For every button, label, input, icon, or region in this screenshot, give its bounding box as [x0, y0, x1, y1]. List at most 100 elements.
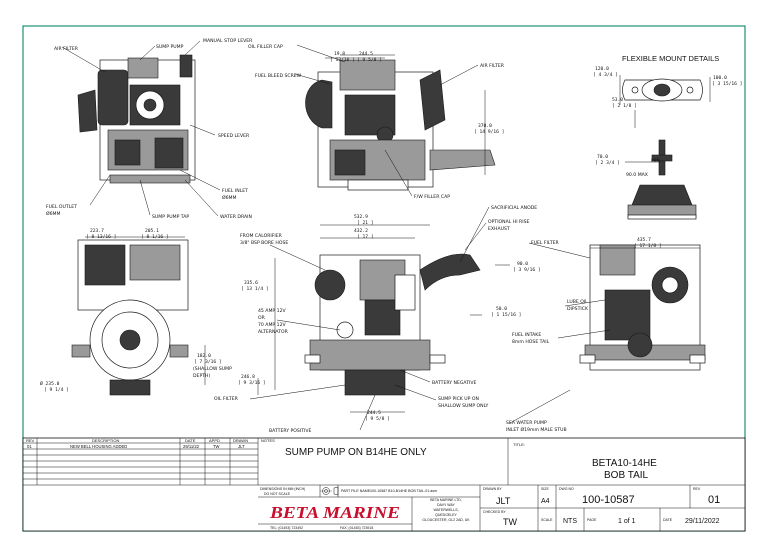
note-text: SUMP PUMP ON B14HE ONLY [285, 447, 427, 458]
drawn-by-value: JLT [496, 496, 511, 506]
dim-205-1-in: [ 8 1/16 ] [141, 234, 169, 240]
beta-marine-logo: BETA MARINE [269, 503, 400, 522]
label-lube-oil: LUBE OIL [567, 299, 588, 305]
label-optional-hi-rise-exhaust: EXHAUST [488, 226, 510, 232]
drawn-by-label: DRAWN BY [483, 487, 502, 491]
date-value: 29/11/2022 [685, 518, 720, 525]
label-fuel-inlet-size: Ø6MM [222, 194, 237, 201]
dim-100: 100.0 [713, 75, 727, 81]
scale-value: NTS [563, 518, 577, 525]
title-line-1: BETA10-14HE [592, 458, 657, 469]
label-sump-pick-up-shallow: SHALLOW SUMP ONLY [438, 403, 489, 409]
label-fuel-bleed-screw: FUEL BLEED SCREW [255, 73, 302, 79]
dim-182-in: [ 7 3/16 ] [194, 359, 222, 365]
label-fw-filler-cap: F/W FILLER CAP [414, 194, 450, 200]
address-line: DAVY WAY [437, 503, 455, 507]
end-view-left [71, 239, 189, 396]
dimension-values: 19.8 [ 13/16 ] 244.5 [ 9 5/8 ] 120.0 [ 4… [40, 51, 742, 422]
label-sea-water-pump: SEA WATER PUMP [506, 420, 547, 426]
label-battery-positive: BATTERY POSITIVE [269, 428, 311, 434]
checked-by-value: TW [503, 517, 517, 527]
apprd-cell: TW [213, 444, 220, 449]
dim-19-8: 19.8 [334, 51, 345, 57]
label-alternator-45: 45 AMP 12V [258, 308, 286, 314]
label-manual-stop-lever: MANUAL STOP LEVER [203, 38, 253, 44]
dim-335-6: 335.6 [244, 280, 258, 286]
dwg-no-label: DWG NO [559, 487, 574, 491]
dim-205-1: 205.1 [145, 228, 159, 234]
label-sacrificial-anode: SACRIFICIAL ANODE [491, 205, 537, 211]
dim-432-2: 432.2 [354, 228, 368, 234]
company-address: BETA MARINE LTD, DAVY WAY WATERWELLS, QU… [422, 498, 470, 522]
size-value: A4 [541, 498, 550, 505]
label-alternator-70: 70 AMP 12V [258, 322, 286, 328]
end-view-right [579, 244, 706, 371]
label-oil-filler-cap: OIL FILLER CAP [248, 44, 283, 50]
dim-53: 53.0 [612, 97, 623, 103]
label-lube-oil-dipstick: DIPSTICK [567, 306, 589, 312]
title-header: TITLE: [513, 442, 525, 447]
dim-370: 370.0 [478, 123, 492, 129]
title-line-2: BOB TAIL [604, 470, 649, 481]
label-water-drain: WATER DRAIN [220, 214, 252, 220]
dim-70: 70.0 [597, 154, 608, 160]
dim-235-dia-in: [ 9 1/4 ] [44, 387, 69, 393]
dim-435-7-in: [ 17 1/8 ] [634, 243, 662, 249]
dim-120: 120.0 [595, 66, 609, 72]
size-label: SIZE [541, 487, 549, 491]
dim-244-5-bottom: 244.5 [367, 410, 381, 416]
drawn-cell: JLT [238, 444, 245, 449]
label-mount-max: 90.0 MAX [626, 172, 648, 178]
label-shallow-sump-depth: DEPTH) [193, 373, 210, 379]
label-fuel-intake-hose: 8mm HOSE TAIL [512, 339, 550, 345]
dim-50: 50.0 [496, 306, 507, 312]
label-air-filter-left: AIR FILTER [54, 46, 79, 52]
dim-19-8-in: [ 13/16 ] [330, 57, 355, 63]
label-sea-water-inlet: INLET Ø19mm MALE STUB [506, 426, 567, 433]
label-oil-filter: OIL FILTER [214, 396, 239, 402]
dim-244-5-top-in: [ 9 5/8 ] [357, 57, 382, 63]
dimensions-note: DIMENSIONS IN MM (INCH) [260, 487, 305, 491]
dwg-no-value: 100-10587 [582, 494, 635, 506]
label-optional-hi-rise: OPTIONAL HI RISE [488, 219, 529, 225]
flexible-mount-title: FLEXIBLE MOUNT DETAILS [622, 54, 719, 63]
label-fuel-outlet-size: Ø6MM [46, 210, 61, 217]
date-header: DATE [185, 438, 196, 443]
address-line: QUEDGELEY [435, 513, 457, 517]
page-label: PAGE [587, 518, 597, 522]
label-battery-negative: BATTERY NEGATIVE [432, 380, 477, 386]
dim-432-2-in: [ 17 ] [357, 234, 374, 240]
dim-100-in: [ 3 15/16 ] [712, 81, 742, 87]
label-sump-pump-tap: SUMP PUMP TAP [152, 214, 189, 220]
dim-223-7-in: [ 8 13/16 ] [86, 234, 116, 240]
dim-90: 90.0 [517, 261, 528, 267]
label-air-filter-right: AIR FILTER [480, 63, 505, 69]
scale-label: SCALE [541, 518, 553, 522]
dim-50-in: [ 1 15/16 ] [491, 312, 521, 318]
dim-70-in: [ 2 3/4 ] [595, 160, 620, 166]
dim-244-5-bottom-in: [ 9 5/8 ] [365, 416, 390, 422]
label-speed-lever: SPEED LEVER [218, 133, 250, 139]
tel-text: TEL: (01453) 723492 [270, 526, 303, 530]
address-line: GLOUCESTER, GL2 2AD, UK [422, 518, 470, 522]
rev-value: 01 [708, 494, 720, 506]
flexible-mount-detail [622, 78, 703, 220]
page-value: 1 of 1 [618, 518, 636, 525]
label-fuel-inlet: FUEL INLET [222, 188, 248, 194]
main-side-view [304, 253, 481, 396]
drawing-labels: FLEXIBLE MOUNT DETAILS AIR FILTER SUMP P… [46, 38, 719, 434]
projection-symbol-icon [320, 486, 339, 496]
dim-370-in: [ 14 9/16 ] [474, 129, 504, 135]
label-from-calorifier-hose: 3/8" BSP BORE HOSE [240, 240, 288, 246]
dim-90-in: [ 3 9/16 ] [513, 267, 541, 273]
part-file-name: 100-10587 B10-B14HE BOB TAIL-01.asm [370, 489, 437, 493]
dim-120-in: [ 4 3/4 ] [593, 72, 618, 78]
dim-53-in: [ 2 1/8 ] [612, 103, 637, 109]
label-fuel-filter: FUEL FILTER [531, 240, 560, 246]
title-block: REV DESCRIPTION DATE APPD DRAWN NOTES TI… [22, 437, 746, 532]
dim-435-7: 435.7 [637, 237, 651, 243]
dim-223-7: 223.7 [90, 228, 104, 234]
label-alternator-or: OR [258, 315, 266, 321]
label-sump-pump: SUMP PUMP [156, 44, 184, 50]
